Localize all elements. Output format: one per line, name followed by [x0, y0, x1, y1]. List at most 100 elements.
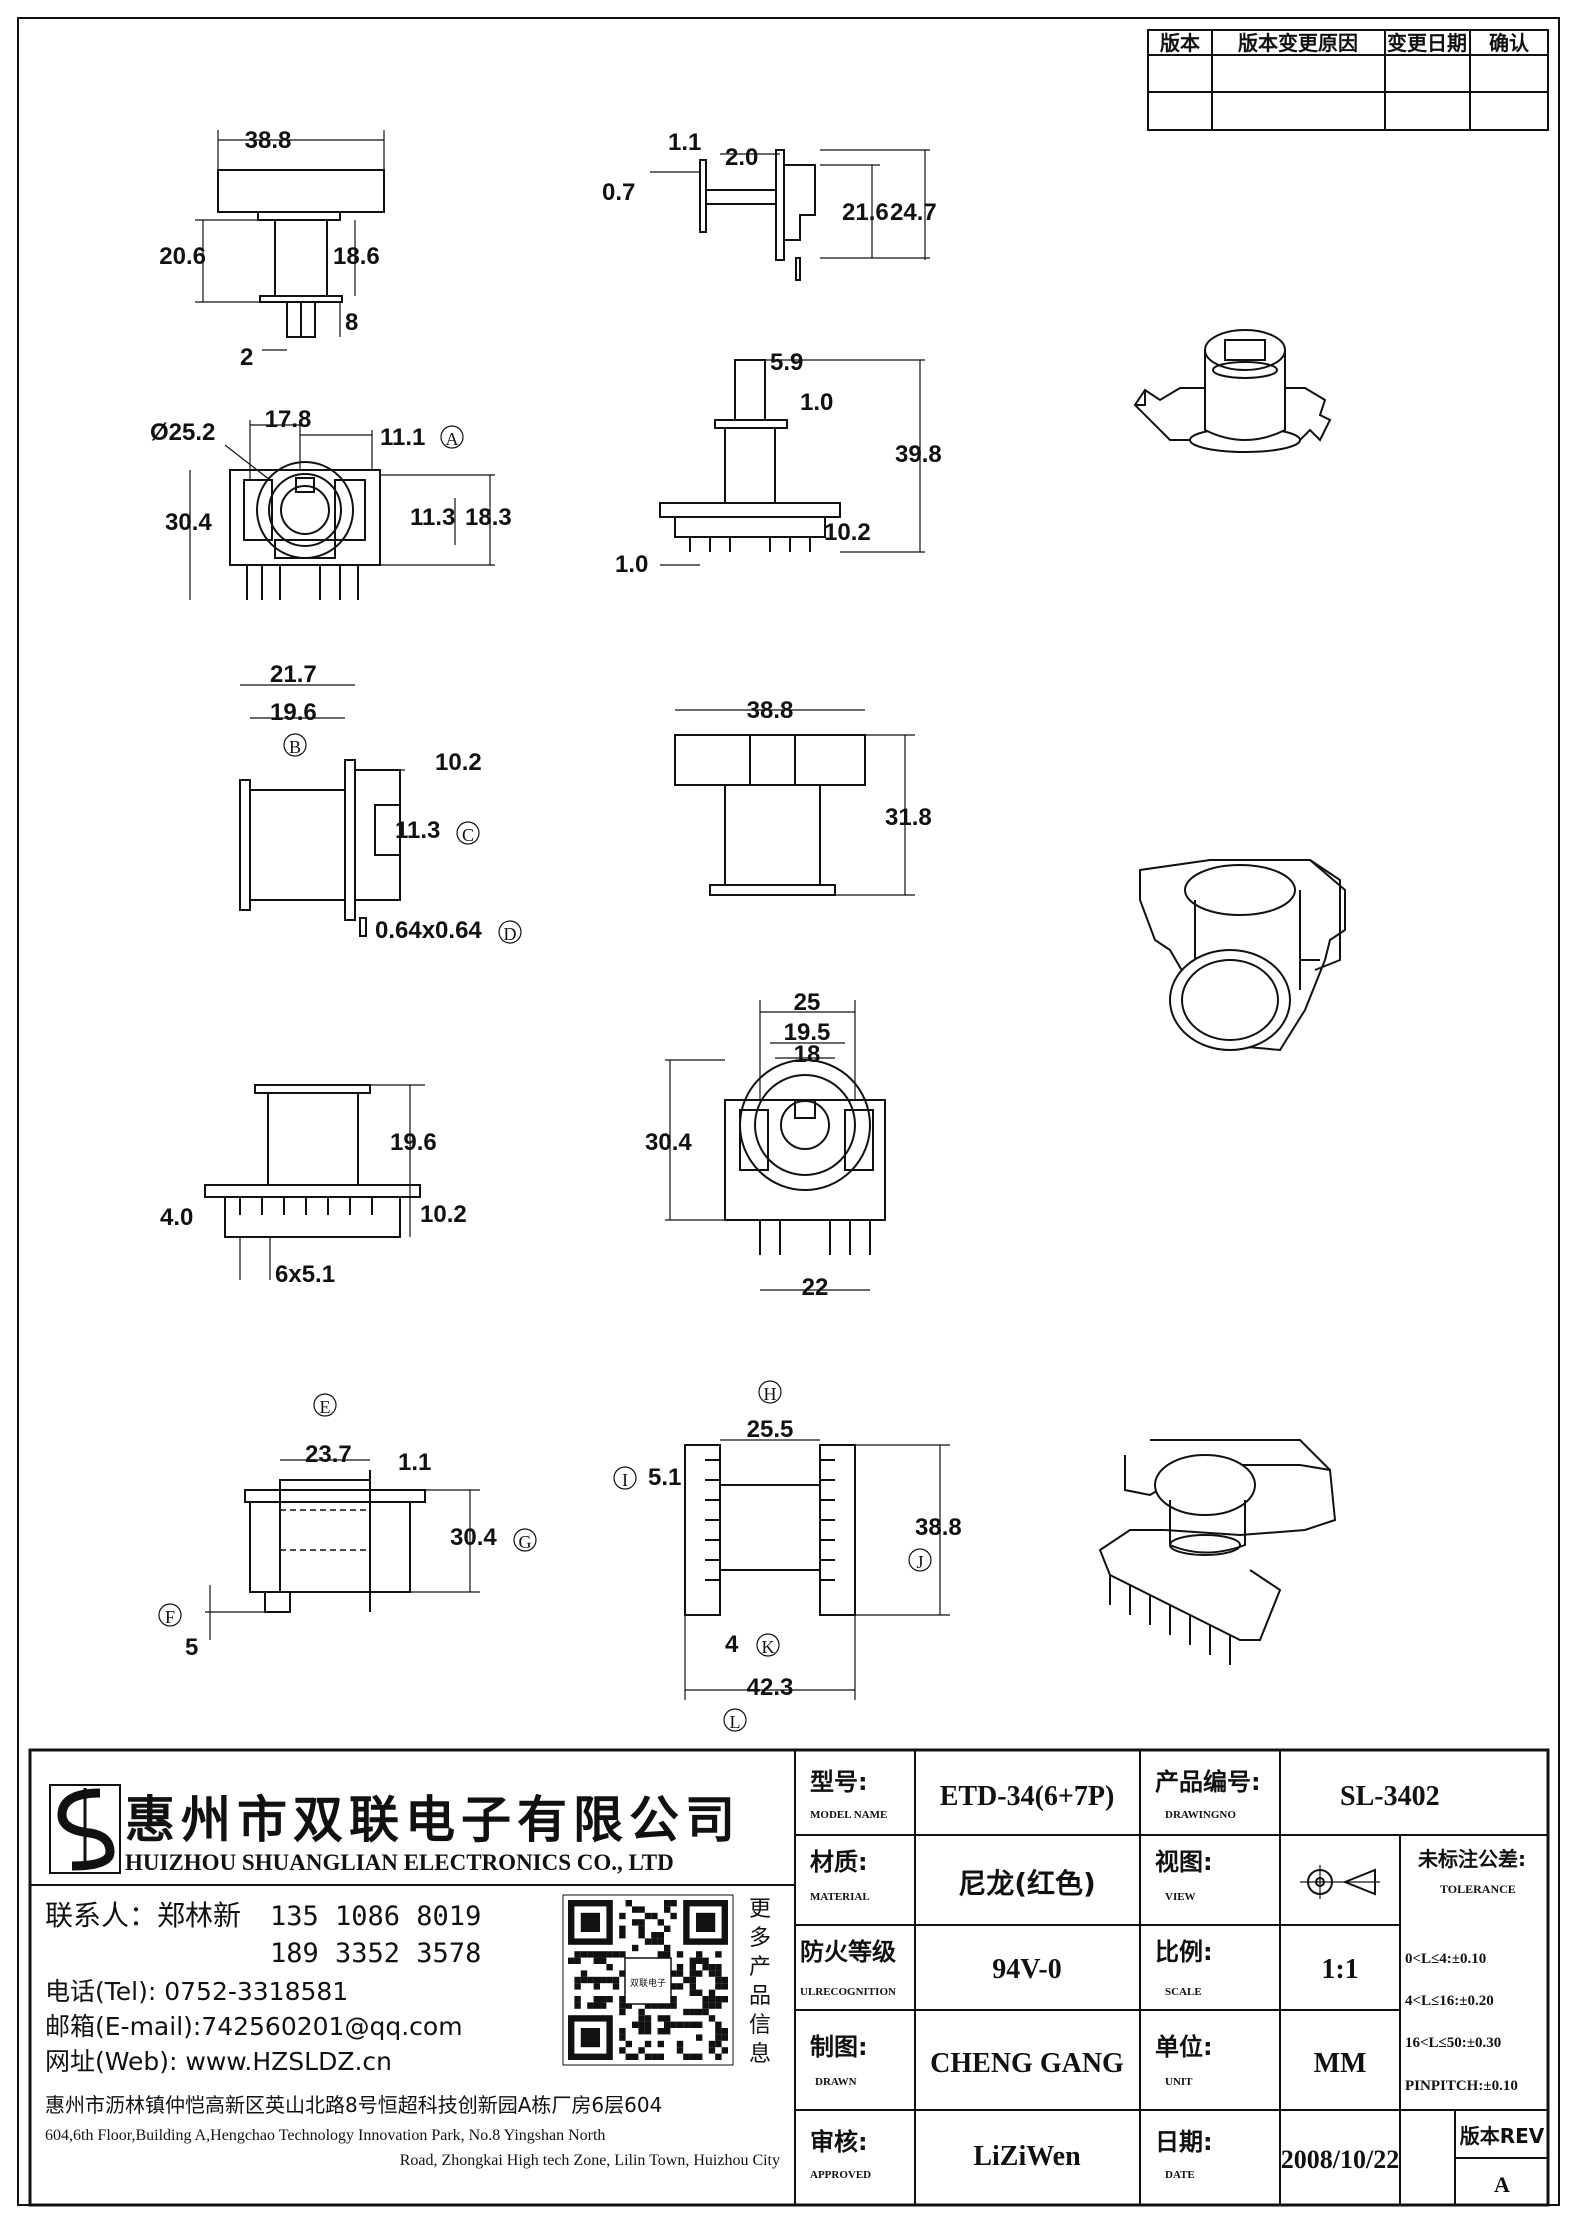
date-label: 日期: — [1155, 2128, 1213, 2156]
dim-front-height-body: 18.6 — [333, 243, 380, 270]
model-value: ETD-34(6+7P) — [940, 1781, 1115, 1812]
dim-bottom-30-4: 30.4 — [165, 509, 212, 536]
dim-v4mid-19-5: 19.5 — [784, 1019, 831, 1046]
dim-v4-19-6: 19.6 — [390, 1129, 437, 1156]
company-name-cn: 惠州市双联电子有限公司 — [125, 1792, 741, 1848]
tag-d: D — [504, 924, 517, 944]
contact-email: 邮箱(E-mail):742560201@qq.com — [45, 2012, 463, 2041]
contact-label: 联系人：郑林新 — [45, 1899, 241, 1932]
dim-front-pin-length: 8 — [345, 309, 358, 336]
dim-bottom-18-3: 18.3 — [465, 504, 512, 531]
dim-v3mid-31-8: 31.8 — [885, 804, 932, 831]
approved-label-en: APPROVED — [810, 2169, 871, 2181]
dim-side-21-6: 21.6 — [842, 199, 889, 226]
dim-v3-pin: 0.64x0.64 — [375, 917, 482, 944]
side-view-top: 1.1 2.0 0.7 21.6 24.7 — [602, 129, 937, 281]
scale-value: 1:1 — [1321, 1954, 1358, 1985]
iso-view-1 — [1133, 329, 1332, 453]
revision-table: 版本 版本变更原因 变更日期 确认 — [1147, 29, 1549, 131]
material-label-en: MATERIAL — [810, 1891, 870, 1903]
model-label: 型号: — [810, 1768, 868, 1796]
tag-k: K — [762, 1637, 775, 1657]
title-block: 惠州市双联电子有限公司 HUIZHOU SHUANGLIAN ELECTRONI… — [28, 1748, 1550, 2207]
view-label-en: VIEW — [1165, 1891, 1196, 1903]
dim-bottom-11-3: 11.3 — [410, 504, 455, 531]
drawn-label-en: DRAWN — [815, 2076, 857, 2088]
tolerance-label-en: TOLERANCE — [1440, 1882, 1516, 1896]
dim-v3-19-6: 19.6 — [270, 699, 317, 726]
drawn-value: CHENG GANG — [930, 2048, 1124, 2079]
unit-label: 单位: — [1155, 2033, 1213, 2061]
svg-text:信: 信 — [749, 2013, 771, 2038]
contact-web: 网址(Web): www.HZSLDZ.cn — [45, 2047, 392, 2076]
tag-f: F — [165, 1607, 175, 1627]
fire-label-en: ULRECOGNITION — [800, 1986, 896, 1998]
view4-mid: 25 19.5 18 30.4 22 — [645, 989, 886, 1301]
dim-side-0-7: 0.7 — [602, 179, 635, 206]
dim-front-pin-width: 2 — [240, 344, 253, 371]
qr-caption: 更 多 产 品 信 息 — [749, 1897, 771, 2067]
qr-center-label: 双联电子 — [630, 1977, 666, 1989]
dim-side-2-0: 2.0 — [725, 144, 758, 171]
svg-text:更: 更 — [749, 1897, 771, 1922]
dim-mid-10-2: 10.2 — [824, 519, 871, 546]
fire-value: 94V-0 — [992, 1954, 1061, 1985]
tolerance-4: PINPITCH:±0.10 — [1405, 2078, 1518, 2094]
dim-v4mid-18: 18 — [794, 1041, 821, 1068]
front-view-top: 38.8 20.6 18.6 8 2 — [159, 127, 385, 371]
rev-header-confirm: 确认 — [1489, 31, 1530, 55]
drawing-label-en: DRAWINGNO — [1165, 1809, 1236, 1821]
tag-g: G — [519, 1532, 532, 1552]
dim-mid-1-0: 1.0 — [800, 389, 833, 416]
dim-bottom-11-1: 11.1 — [380, 424, 425, 451]
bottom-pins — [246, 565, 359, 600]
dim-v5mid-42-3: 42.3 — [747, 1674, 794, 1701]
view3-mid: 38.8 31.8 — [674, 697, 932, 896]
date-label-en: DATE — [1165, 2169, 1195, 2181]
dim-v4mid-22: 22 — [802, 1274, 829, 1301]
tag-a: A — [446, 429, 459, 449]
contact-tel: 电话(Tel): 0752-3318581 — [45, 1977, 348, 2006]
dim-v5-pin: 5 — [185, 1634, 198, 1661]
dim-side-24-7: 24.7 — [890, 199, 937, 226]
dim-mid-39-8: 39.8 — [895, 441, 942, 468]
model-label-en: MODEL NAME — [810, 1809, 887, 1821]
address-cn: 惠州市沥林镇仲恺高新区英山北路8号恒超科技创新园A栋厂房6层604 — [45, 2093, 662, 2117]
dim-v4-4-0: 4.0 — [160, 1204, 193, 1231]
rev-header-date: 变更日期 — [1387, 31, 1467, 55]
bottom-view: 17.8 11.1 A Ø25.2 30.4 11.3 18.3 — [150, 406, 512, 600]
dim-v4mid-30-4: 30.4 — [645, 1129, 692, 1156]
fire-label: 防火等级 — [800, 1938, 896, 1966]
qr-code[interactable]: 双联电子 — [562, 1894, 734, 2066]
address-en-2: Road, Zhongkai High tech Zone, Lilin Tow… — [400, 2152, 780, 2169]
dim-v3-11-3: 11.3 — [395, 817, 440, 844]
approved-value: LiZiWen — [973, 2141, 1081, 2172]
dim-front-height-total: 20.6 — [159, 243, 206, 270]
address-en-1: 604,6th Floor,Building A,Hengchao Techno… — [45, 2127, 605, 2144]
dim-v5-30-4: 30.4 — [450, 1524, 497, 1551]
dim-v5mid-25-5: 25.5 — [747, 1416, 794, 1443]
tag-j: J — [916, 1552, 923, 1572]
view4-left: 19.6 10.2 4.0 6x5.1 — [160, 1084, 467, 1288]
view5-mid: 25.5 H I 5.1 38.8 J 4 K 42.3 L — [613, 1380, 962, 1732]
tag-e: E — [320, 1397, 331, 1417]
approved-label: 审核: — [810, 2128, 868, 2156]
view-label: 视图: — [1155, 1848, 1213, 1876]
view5-left: 23.7 E 1.1 30.4 G F 5 — [158, 1393, 537, 1661]
dim-side-1-1: 1.1 — [668, 129, 701, 156]
dim-v4-10-2: 10.2 — [420, 1201, 467, 1228]
tolerance-3: 16<L≤50:±0.30 — [1405, 2035, 1501, 2051]
contact-phone-1: 135 1086 8019 — [270, 1901, 481, 1932]
drawing-value: SL-3402 — [1340, 1781, 1440, 1812]
dim-front-width: 38.8 — [245, 127, 292, 154]
dim-bottom-diameter: Ø25.2 — [150, 419, 215, 446]
projection-symbol-icon — [1300, 1865, 1380, 1899]
iso-view-3 — [1098, 1439, 1337, 1665]
tag-i: I — [622, 1470, 628, 1490]
rev-label: 版本REV — [1460, 2124, 1545, 2148]
tag-h: H — [764, 1384, 777, 1404]
dim-bottom-17-8: 17.8 — [265, 406, 312, 433]
dim-v3-10-2: 10.2 — [435, 749, 482, 776]
svg-text:品: 品 — [749, 1984, 771, 2009]
dim-v5-23-7: 23.7 — [305, 1441, 352, 1468]
